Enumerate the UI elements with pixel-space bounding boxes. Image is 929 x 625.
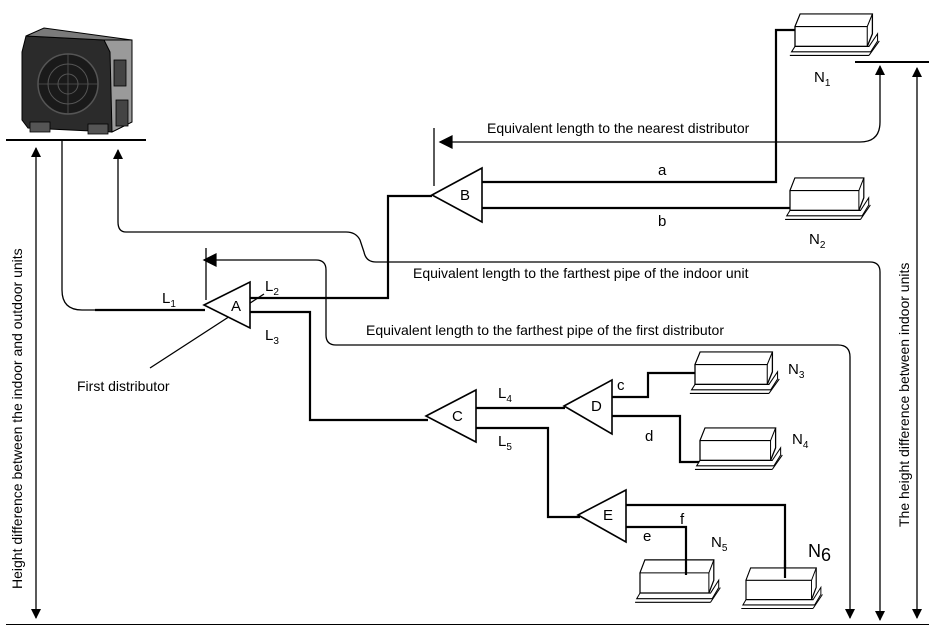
farthest-indoor-length-label: Equivalent length to the farthest pipe o… [413,265,749,281]
distributor-B-label: B [460,187,470,204]
distributor-E-label: E [603,507,613,524]
pipe-label-L2: L2 [265,278,279,298]
indoor-unit-N4-label: N4 [792,431,809,451]
pipe-label-c: c [617,377,625,394]
first-distributor-label: First distributor [77,378,170,394]
pipe-a [482,28,795,184]
indoor-unit-N5: N5 [634,534,728,604]
fan-grille-icon [37,53,99,115]
nearest-length-label: Equivalent length to the nearest distrib… [487,120,750,136]
distributor-A-label: A [231,298,241,315]
nearest-length-line [438,65,885,149]
farthest-first-length-line [202,253,855,619]
indoor-unit-N2: N2 [784,177,872,251]
indoor-unit-N2-label: N2 [809,231,826,251]
pipe-label-a: a [658,162,667,179]
pipe-label-L4: L4 [498,385,512,405]
distributor-B: B [430,166,483,224]
indoor-unit-N1: N1 [789,13,880,89]
distributor-E: E [576,488,627,544]
height-indoor-label: The height difference between indoor uni… [896,263,912,527]
indoor-unit-N6: N6 [740,541,831,610]
pipe-label-d: d [645,428,653,445]
distributor-D-label: D [591,398,602,415]
pipe-d [612,414,700,464]
pipe-label-f: f [680,511,685,528]
pipe-label-e: e [643,528,651,545]
indoor-unit-N6-label: N6 [808,541,831,565]
pipe-L1 [61,140,205,311]
distributor-C: C [424,388,477,444]
pipe-label-L5: L5 [498,433,512,453]
indoor-unit-N1-label: N1 [814,69,831,89]
pipe-L2 [248,194,432,300]
svg-text:L1: L1 [162,290,176,310]
pipe-label-b: b [658,213,666,230]
farthest-first-length-label: Equivalent length to the farthest pipe o… [366,322,724,338]
outdoor-unit [21,27,133,135]
distributor-C-label: C [452,408,463,425]
indoor-unit-N3: N3 [689,351,805,395]
indoor-unit-N3-label: N3 [788,361,805,381]
svg-text:L2: L2 [265,278,279,298]
svg-text:L5: L5 [498,433,512,453]
pipe-label-L3: L3 [265,327,279,347]
pipe-label-L1: L1 [162,290,176,310]
distributor-D: D [562,378,613,436]
indoor-unit-N4: N4 [694,427,809,471]
height-outdoor-label: Height difference between the indoor and… [9,248,25,589]
distributor-A: A [202,280,251,330]
pipe-L5 [476,426,580,519]
farthest-indoor-length-line [113,149,885,621]
svg-text:L4: L4 [498,385,512,405]
indoor-unit-N5-label: N5 [711,534,728,554]
svg-text:L3: L3 [265,327,279,347]
